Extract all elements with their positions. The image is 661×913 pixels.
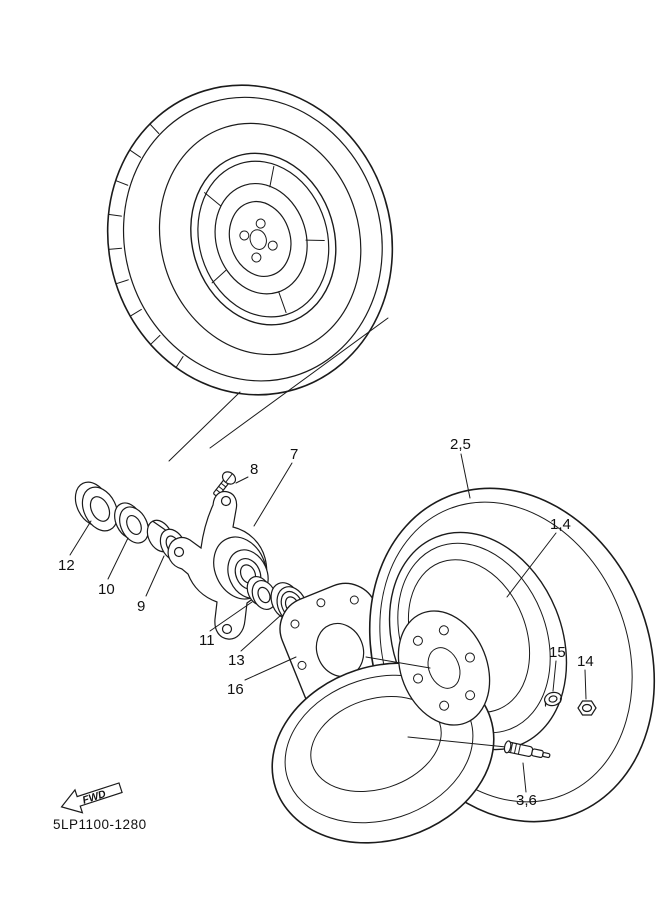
- leader-lines: [69, 453, 587, 793]
- fwd-label: FWD: [81, 788, 108, 807]
- callout-1-4: 1,4: [550, 516, 571, 533]
- axis-lines: [168, 317, 389, 462]
- callout-2-5: 2,5: [450, 436, 471, 453]
- tire-tread-marks: [108, 123, 184, 368]
- wheel-center-disc: [397, 610, 491, 726]
- callout-11: 11: [199, 632, 215, 649]
- plate-axis-line: [365, 656, 431, 669]
- callout-13: 13: [228, 652, 245, 669]
- part-hub-7: [167, 490, 269, 640]
- valve-axis-line: [407, 736, 507, 748]
- callout-15: 15: [549, 644, 566, 661]
- callout-3-6: 3,6: [516, 792, 537, 809]
- part-code: 5LP1100-1280: [53, 817, 147, 832]
- part-bearing-12: [74, 481, 119, 532]
- callout-14: 14: [577, 653, 594, 670]
- part-washer-15: [544, 691, 562, 707]
- rim-spokes: [204, 165, 325, 314]
- callout-16: 16: [227, 681, 244, 698]
- hub-lug-nuts: [239, 218, 278, 263]
- callout-12: 12: [58, 557, 75, 574]
- callout-7: 7: [290, 446, 298, 463]
- assembled-wheel-tire: [106, 84, 394, 396]
- callout-9: 9: [137, 598, 145, 615]
- part-valve-3-6: [503, 740, 551, 759]
- callout-10: 10: [98, 581, 115, 598]
- part-seal-10: [114, 502, 149, 544]
- part-screw-8: [213, 471, 237, 498]
- callout-8: 8: [250, 461, 258, 478]
- callout-labels: 12 10 9 8 7 11 13 16 2,5 1,4 15 14 3,6: [58, 436, 594, 809]
- fwd-arrow-icon: FWD: [60, 782, 123, 814]
- part-seal-11: [246, 575, 277, 611]
- part-nut-14: [577, 700, 597, 716]
